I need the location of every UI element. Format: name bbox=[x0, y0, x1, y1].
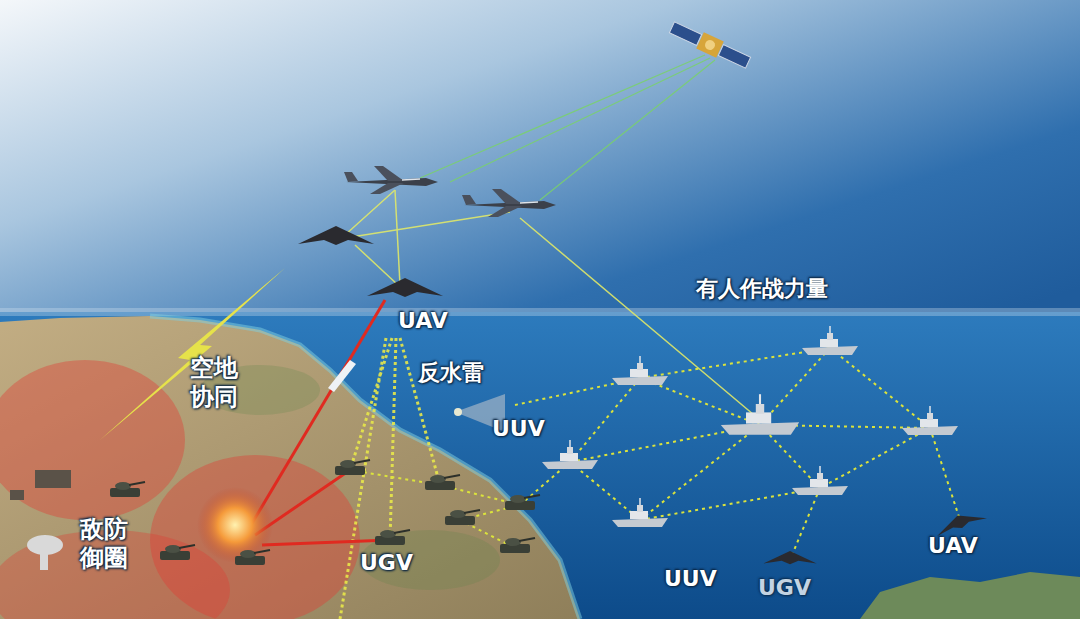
map-label: 空地协同 bbox=[190, 354, 246, 412]
map-label: UUV bbox=[664, 566, 717, 592]
map-label: UAV bbox=[398, 308, 448, 334]
map-label: UGV bbox=[360, 550, 413, 576]
map-label: UUV bbox=[492, 416, 545, 442]
map-label: UGV bbox=[758, 575, 811, 601]
map-label: 有人作战力量 bbox=[696, 276, 828, 302]
map-label: 敌防御圈 bbox=[80, 515, 136, 573]
map-label: 反水雷 bbox=[418, 360, 484, 386]
map-label: UAV bbox=[928, 533, 978, 559]
